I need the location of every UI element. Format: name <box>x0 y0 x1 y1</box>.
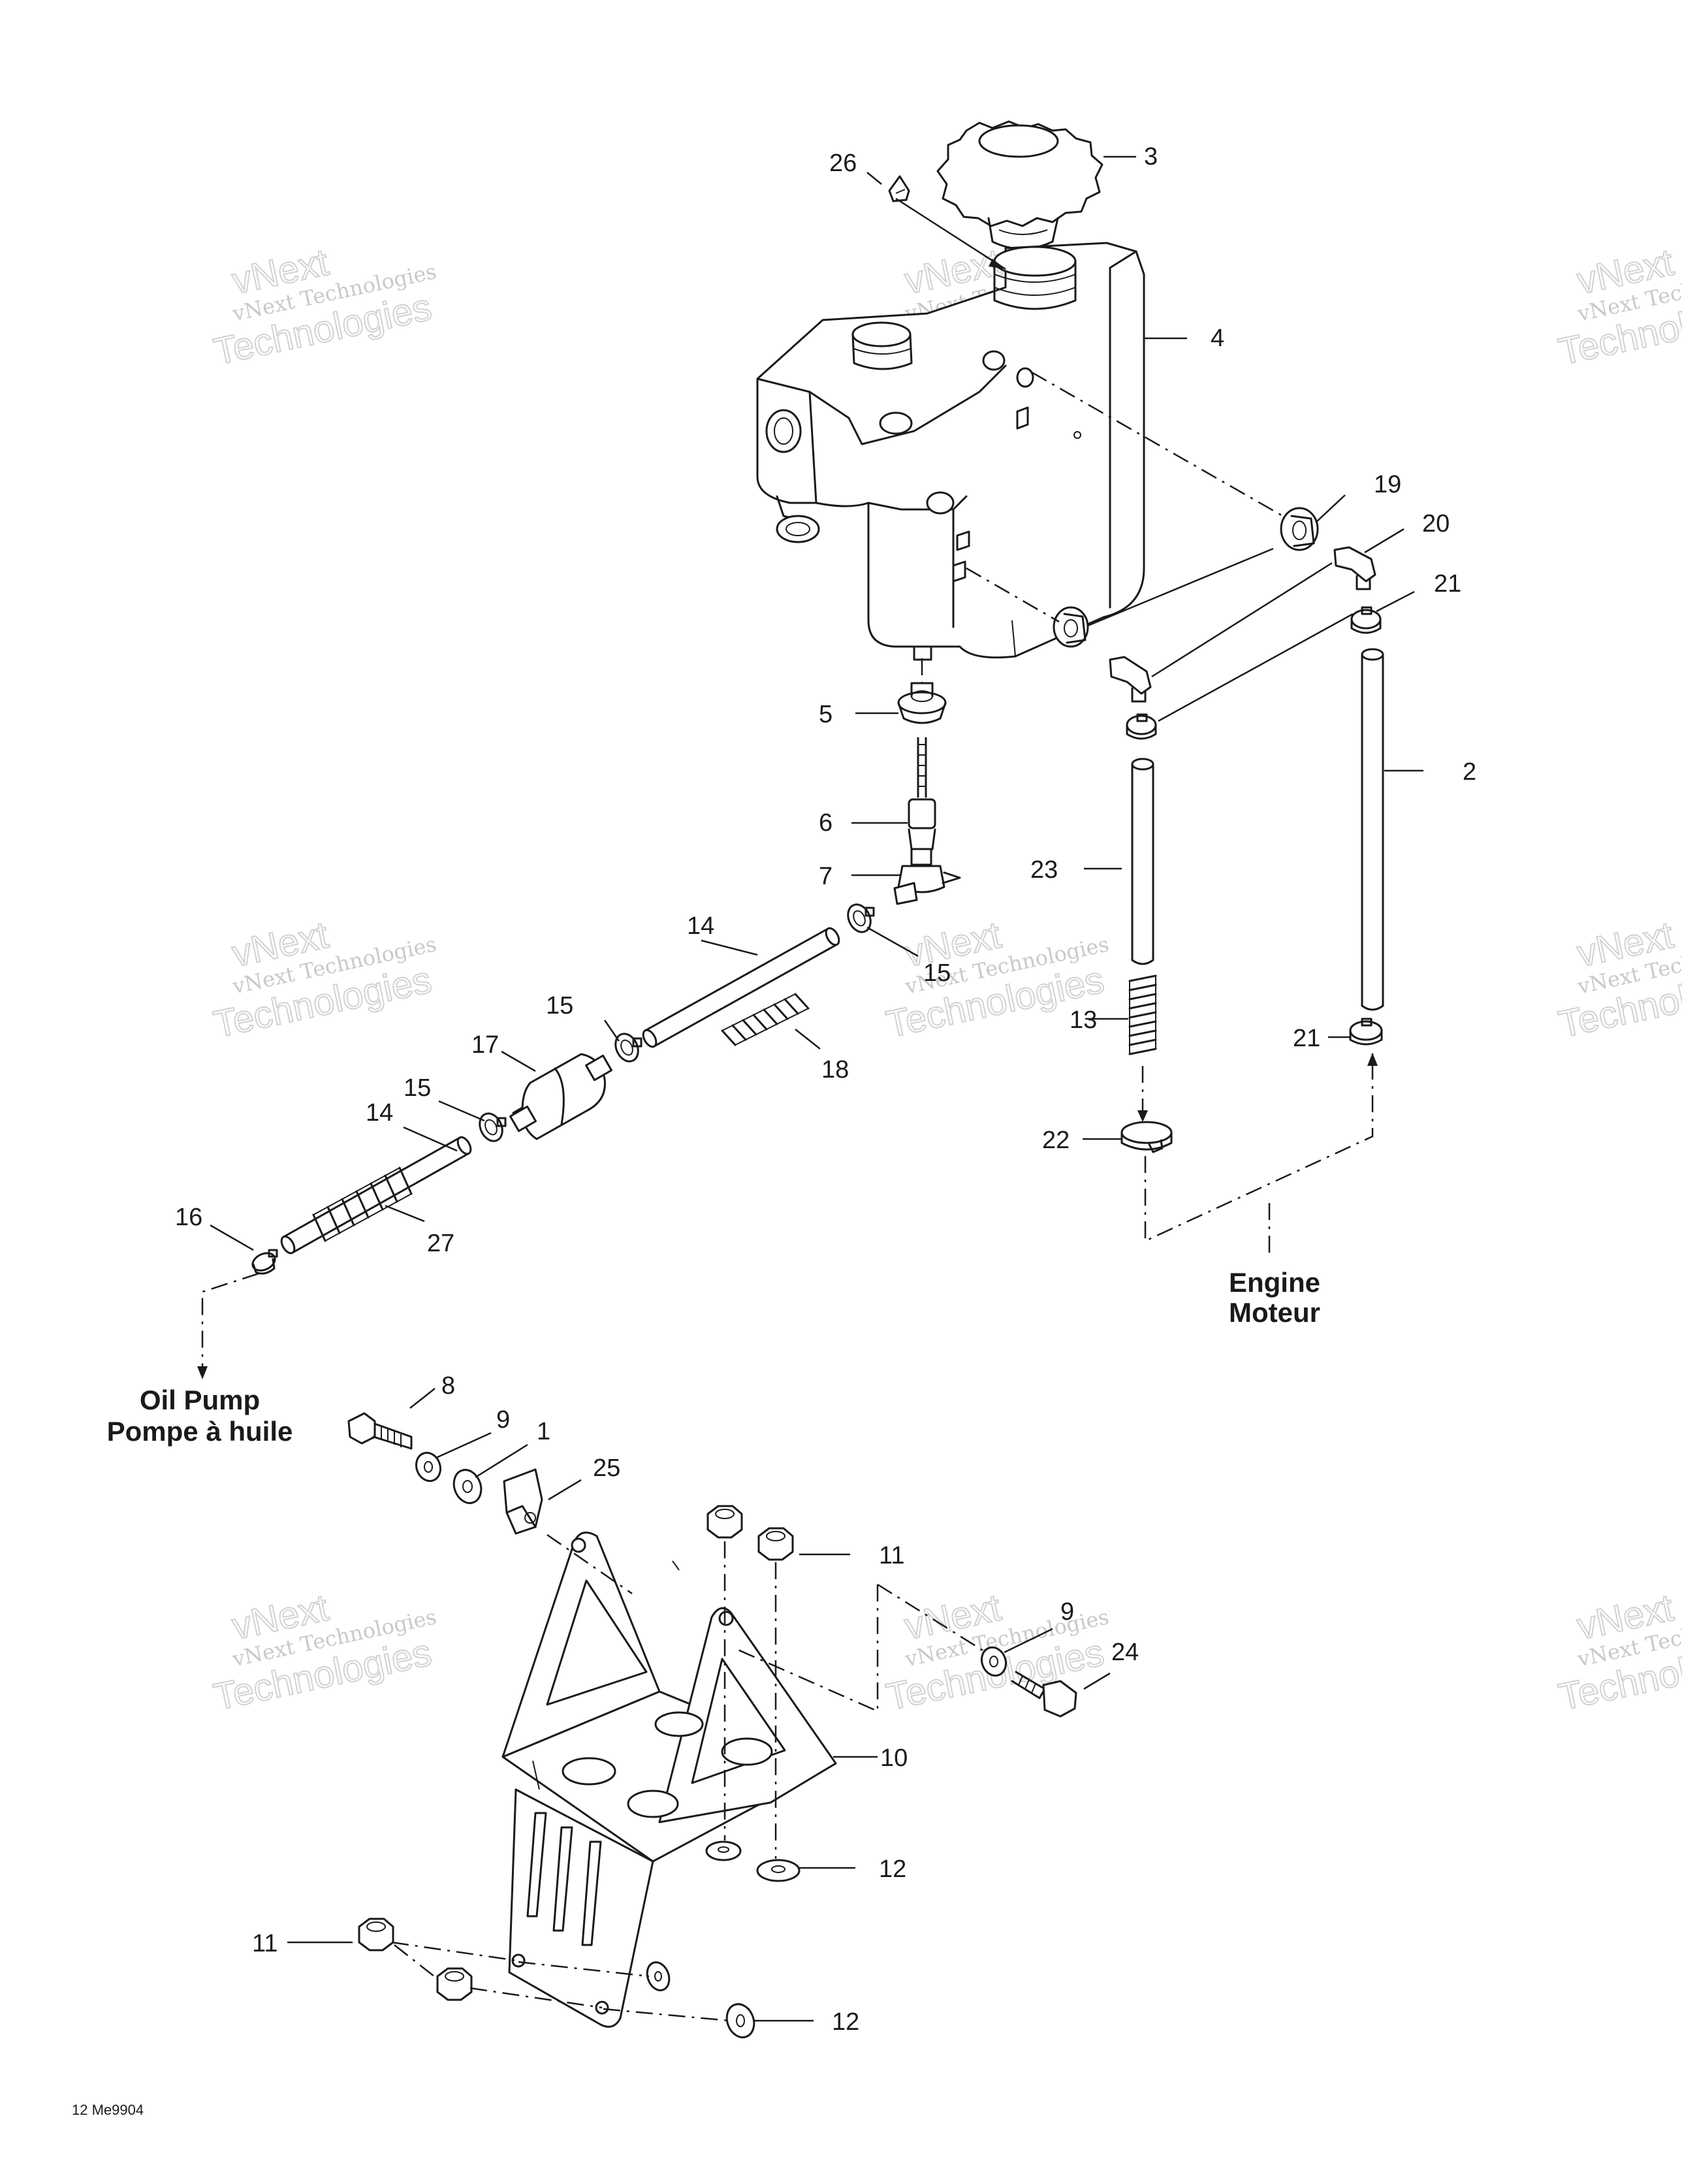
callouts: 3 26 4 19 20 21 2 5 6 7 23 14 15 13 21 1… <box>175 143 1476 2036</box>
callout-4: 4 <box>1211 325 1224 352</box>
grommet-part <box>1280 507 1319 551</box>
callout-21b: 21 <box>1293 1025 1320 1052</box>
washer-part <box>415 1451 442 1483</box>
nut-part <box>706 1505 743 1539</box>
bolt-part <box>1011 1671 1077 1718</box>
hose-clamp-part <box>847 903 875 933</box>
callout-25: 25 <box>593 1454 620 1482</box>
watermark: vNext vNext Technologies Technologies <box>1555 240 1682 374</box>
callout-18: 18 <box>821 1056 849 1084</box>
callout-2: 2 <box>1463 758 1476 786</box>
callout-1: 1 <box>537 1418 550 1445</box>
flat-washer-part <box>646 1961 671 1991</box>
nut-part <box>436 1967 473 2001</box>
watermark: vNext vNext Technologies Technologies <box>210 1586 439 1720</box>
callout-8: 8 <box>441 1372 455 1400</box>
grommet-part <box>1053 606 1089 648</box>
callout-3: 3 <box>1144 143 1158 170</box>
hose-part <box>1361 648 1384 1011</box>
callout-9b: 9 <box>1060 1598 1074 1626</box>
callout-7: 7 <box>819 863 833 890</box>
callout-14a: 14 <box>687 912 714 940</box>
elbow-fitting-part <box>1333 546 1376 590</box>
elbow-fitting-part <box>1109 656 1152 703</box>
hose-clamp-part <box>1349 1018 1383 1046</box>
hose-clamp-part <box>479 1112 507 1142</box>
nut-part <box>757 1527 794 1561</box>
alignment-lines <box>197 371 1378 2022</box>
flat-washer-part <box>705 1840 742 1861</box>
callout-12b: 12 <box>832 2008 859 2036</box>
callout-20: 20 <box>1422 510 1450 538</box>
hose-clamp-part <box>1350 606 1382 634</box>
watermark: vNext vNext Technologies Technologies <box>210 913 439 1047</box>
callout-23: 23 <box>1030 856 1058 884</box>
vent-valve-part <box>888 175 910 202</box>
callout-24: 24 <box>1111 1639 1139 1666</box>
oetiker-clamp-part <box>1120 1121 1173 1153</box>
drawing-code: 12 Me9904 <box>72 2102 144 2118</box>
leader-lines <box>210 155 1423 2022</box>
bolt-part <box>347 1412 413 1450</box>
oil-tank-part <box>756 242 1145 661</box>
callout-27: 27 <box>427 1230 454 1257</box>
callout-6: 6 <box>819 809 833 837</box>
callout-12a: 12 <box>879 1855 906 1883</box>
hose-clamp-part <box>251 1249 278 1275</box>
callout-19: 19 <box>1374 471 1401 498</box>
washer-part <box>980 1646 1008 1677</box>
hose-clamp-part <box>1126 713 1157 740</box>
spring-part <box>1128 974 1157 1055</box>
spring-part <box>721 993 810 1046</box>
outlet-fitting-part <box>893 848 961 905</box>
callout-17: 17 <box>471 1031 499 1059</box>
captions: Engine Moteur Oil Pump Pompe à huile 12 … <box>72 1267 1320 2118</box>
spacer-clip-part <box>503 1468 543 1535</box>
callout-15b: 15 <box>546 992 573 1020</box>
hose-clamp-part <box>614 1033 643 1063</box>
callout-15a: 15 <box>923 959 951 987</box>
watermark: vNext vNext Technologies Technologies <box>1555 913 1682 1047</box>
callout-11b: 11 <box>252 1930 278 1957</box>
callout-13: 13 <box>1070 1006 1097 1034</box>
oil-pump-label: Oil Pump <box>140 1385 260 1415</box>
engine-label-fr: Moteur <box>1229 1297 1320 1328</box>
watermark: vNext vNext Technologies Technologies <box>210 240 439 374</box>
oil-filter-part <box>509 1053 612 1140</box>
flat-washer-part <box>725 2003 755 2038</box>
callout-22: 22 <box>1042 1127 1070 1154</box>
callout-26: 26 <box>829 150 857 177</box>
washer-part <box>452 1469 483 1504</box>
filler-cap-part <box>936 120 1103 250</box>
callout-9a: 9 <box>496 1406 510 1434</box>
watermark: vNext vNext Technologies Technologies <box>1555 1586 1682 1720</box>
mounting-bracket-part <box>501 1532 837 2028</box>
watermark: vNext vNext Technologies Technologies <box>882 1586 1111 1720</box>
flat-washer-part <box>756 1859 801 1882</box>
spiral-sleeve-part <box>312 1166 413 1242</box>
callout-5: 5 <box>819 701 833 728</box>
hose-part <box>1131 758 1154 965</box>
callout-11a: 11 <box>879 1542 904 1569</box>
callout-14b: 14 <box>366 1099 393 1127</box>
callout-21a: 21 <box>1434 570 1461 598</box>
callout-16: 16 <box>175 1204 202 1231</box>
engine-label: Engine <box>1229 1267 1320 1298</box>
outlet-grommet-part <box>897 682 947 724</box>
callout-10: 10 <box>880 1744 908 1772</box>
nut-part <box>358 1918 394 1951</box>
strainer-part <box>908 737 936 854</box>
hose-part <box>642 927 840 1048</box>
callout-15c: 15 <box>404 1074 431 1102</box>
oil-pump-label-fr: Pompe à huile <box>107 1416 293 1447</box>
